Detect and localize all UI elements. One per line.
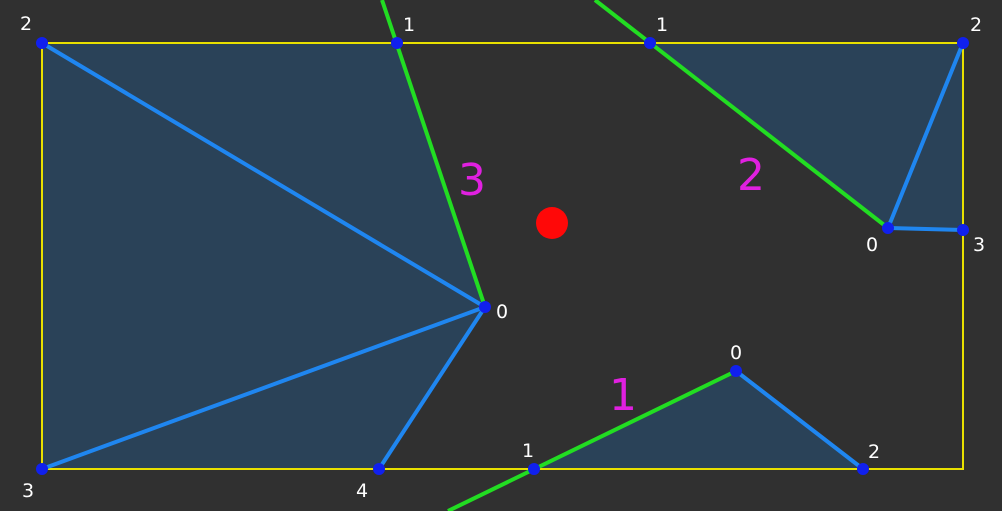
region-3-polygon[interactable] bbox=[42, 43, 485, 469]
polygon-edges bbox=[40, 41, 965, 471]
vertex-label-r3-1: 1 bbox=[403, 14, 415, 36]
edge-r2-v2-v0 bbox=[886, 41, 965, 230]
cut-line-region-2 bbox=[593, 0, 890, 230]
edge-r3-v3-v0 bbox=[40, 305, 487, 471]
region-1-polygon[interactable] bbox=[534, 371, 863, 469]
vertex-r3-0[interactable] bbox=[479, 301, 491, 313]
vertex-r3-2[interactable] bbox=[36, 37, 48, 49]
vertex-r3-1[interactable] bbox=[391, 37, 403, 49]
vertex-r2-0[interactable] bbox=[882, 222, 894, 234]
region-2-polygon[interactable] bbox=[650, 43, 963, 230]
vertex-label-r2-2: 2 bbox=[970, 14, 982, 36]
vertex-label-r1-0: 0 bbox=[730, 342, 742, 364]
vertex-label-r2-0: 0 bbox=[866, 234, 878, 256]
vertex-points bbox=[36, 37, 969, 475]
edge-r2-v0-v3 bbox=[886, 226, 965, 232]
edge-r3-v4-v0 bbox=[377, 305, 487, 471]
region-label-1: 1 bbox=[609, 370, 637, 421]
vertex-r3-3[interactable] bbox=[36, 463, 48, 475]
vertex-r1-2[interactable] bbox=[857, 463, 869, 475]
vertex-label-r3-4: 4 bbox=[356, 480, 368, 502]
vertex-r1-1[interactable] bbox=[528, 463, 540, 475]
cut-lines bbox=[380, 0, 890, 511]
vertex-label-r1-2: 2 bbox=[868, 441, 880, 463]
vertex-r1-0[interactable] bbox=[730, 365, 742, 377]
vertex-r2-3[interactable] bbox=[957, 224, 969, 236]
vertex-label-r3-3: 3 bbox=[22, 480, 34, 502]
region-label-2: 2 bbox=[737, 150, 765, 201]
vertex-r2-1[interactable] bbox=[644, 37, 656, 49]
vertex-r3-4[interactable] bbox=[373, 463, 385, 475]
cut-line-region-1 bbox=[447, 369, 737, 511]
region-labels: 3 2 1 bbox=[458, 150, 765, 421]
edge-r3-v2-v0 bbox=[40, 41, 487, 309]
vertex-label-r2-1: 1 bbox=[656, 14, 668, 36]
vertex-labels: 0 1 2 3 4 0 1 2 3 0 1 2 bbox=[20, 13, 985, 502]
cut-line-region-3 bbox=[380, 0, 487, 308]
vertex-label-r2-3: 3 bbox=[973, 234, 985, 256]
boundary-rectangle bbox=[41, 42, 964, 470]
vertex-label-r1-1: 1 bbox=[522, 440, 534, 462]
edge-r1-v0-v2 bbox=[734, 369, 865, 471]
origin-marker[interactable] bbox=[536, 207, 568, 239]
vertex-label-r3-0: 0 bbox=[496, 301, 508, 323]
vertex-label-r3-2: 2 bbox=[20, 13, 32, 35]
vertex-r2-2[interactable] bbox=[957, 37, 969, 49]
region-label-3: 3 bbox=[458, 155, 486, 206]
